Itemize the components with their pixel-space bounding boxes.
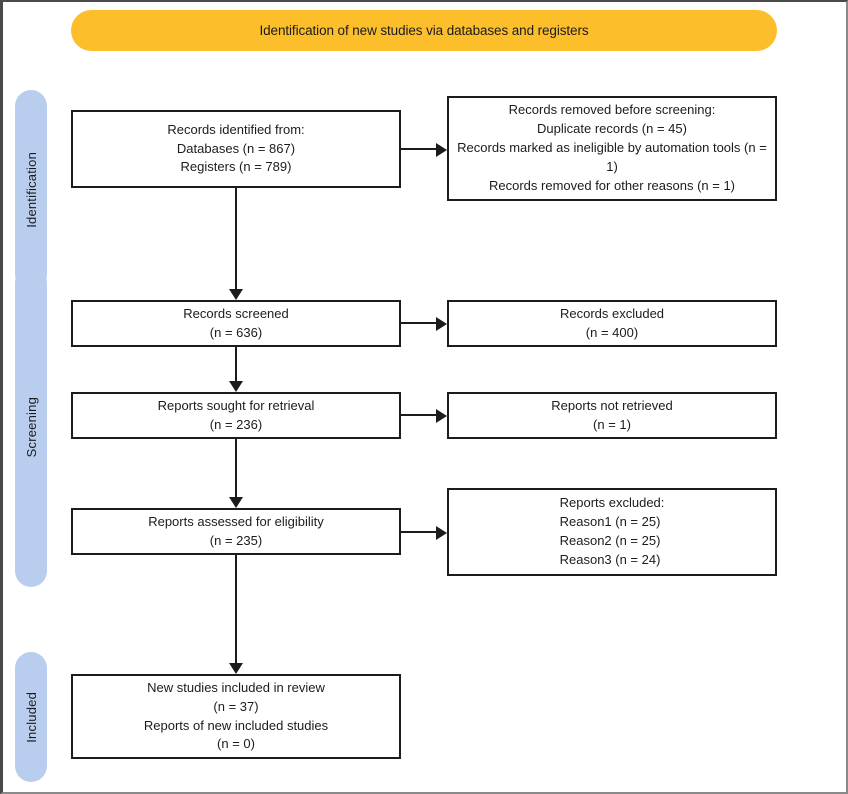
- arrowhead-down-sought: [229, 381, 243, 392]
- arrowhead-down-assessed: [229, 497, 243, 508]
- stage-label-included-text: Included: [23, 691, 39, 743]
- box-reports-sought-for-retrieval: Reports sought for retrieval (n = 236): [71, 392, 401, 439]
- box-new-studies-included-text: New studies included in review (n = 37) …: [143, 679, 329, 752]
- box-records-identified-text: Records identified from: Databases (n = …: [167, 121, 305, 175]
- arrowhead-right-reports-excluded: [436, 526, 447, 540]
- connector-sought-to-assessed: [235, 439, 237, 497]
- box-records-screened: Records screened (n = 636): [71, 300, 401, 347]
- box-new-studies-included: New studies included in review (n = 37) …: [71, 674, 401, 759]
- diagram-title: Identification of new studies via databa…: [259, 23, 589, 38]
- connector-assessed-to-reports-excluded: [401, 531, 438, 533]
- box-records-screened-text: Records screened (n = 636): [183, 305, 289, 340]
- arrowhead-right-removed: [436, 143, 447, 157]
- stage-label-identification: Identification: [15, 90, 47, 290]
- box-records-excluded-text: Records excluded (n = 400): [559, 305, 665, 340]
- diagram-header-banner: Identification of new studies via databa…: [71, 10, 777, 51]
- connector-identified-to-screened: [235, 188, 237, 289]
- arrowhead-right-excluded: [436, 317, 447, 331]
- arrowhead-down-included: [229, 663, 243, 674]
- box-records-removed-before-screening: Records removed before screening: Duplic…: [447, 96, 777, 201]
- stage-label-included: Included: [15, 652, 47, 782]
- box-reports-assessed-for-eligibility-text: Reports assessed for eligibility (n = 23…: [148, 513, 324, 548]
- box-reports-sought-for-retrieval-text: Reports sought for retrieval (n = 236): [157, 397, 315, 432]
- connector-screened-to-sought: [235, 347, 237, 381]
- box-reports-assessed-for-eligibility: Reports assessed for eligibility (n = 23…: [71, 508, 401, 555]
- connector-screened-to-excluded: [401, 322, 438, 324]
- stage-label-screening: Screening: [15, 267, 47, 587]
- stage-label-screening-text: Screening: [23, 396, 39, 458]
- box-records-removed-before-screening-text: Records removed before screening: Duplic…: [457, 102, 767, 193]
- arrowhead-down-screened: [229, 289, 243, 300]
- box-reports-excluded-text: Reports excluded: Reason1 (n = 25) Reaso…: [559, 495, 665, 567]
- box-reports-not-retrieved: Reports not retrieved (n = 1): [447, 392, 777, 439]
- stage-label-identification-text: Identification: [23, 152, 39, 228]
- connector-assessed-to-included: [235, 555, 237, 663]
- connector-sought-to-not-retrieved: [401, 414, 438, 416]
- box-records-identified: Records identified from: Databases (n = …: [71, 110, 401, 188]
- box-reports-excluded: Reports excluded: Reason1 (n = 25) Reaso…: [447, 488, 777, 576]
- box-records-excluded: Records excluded (n = 400): [447, 300, 777, 347]
- arrowhead-right-not-retrieved: [436, 409, 447, 423]
- box-reports-not-retrieved-text: Reports not retrieved (n = 1): [551, 397, 673, 432]
- connector-identified-to-removed: [401, 148, 438, 150]
